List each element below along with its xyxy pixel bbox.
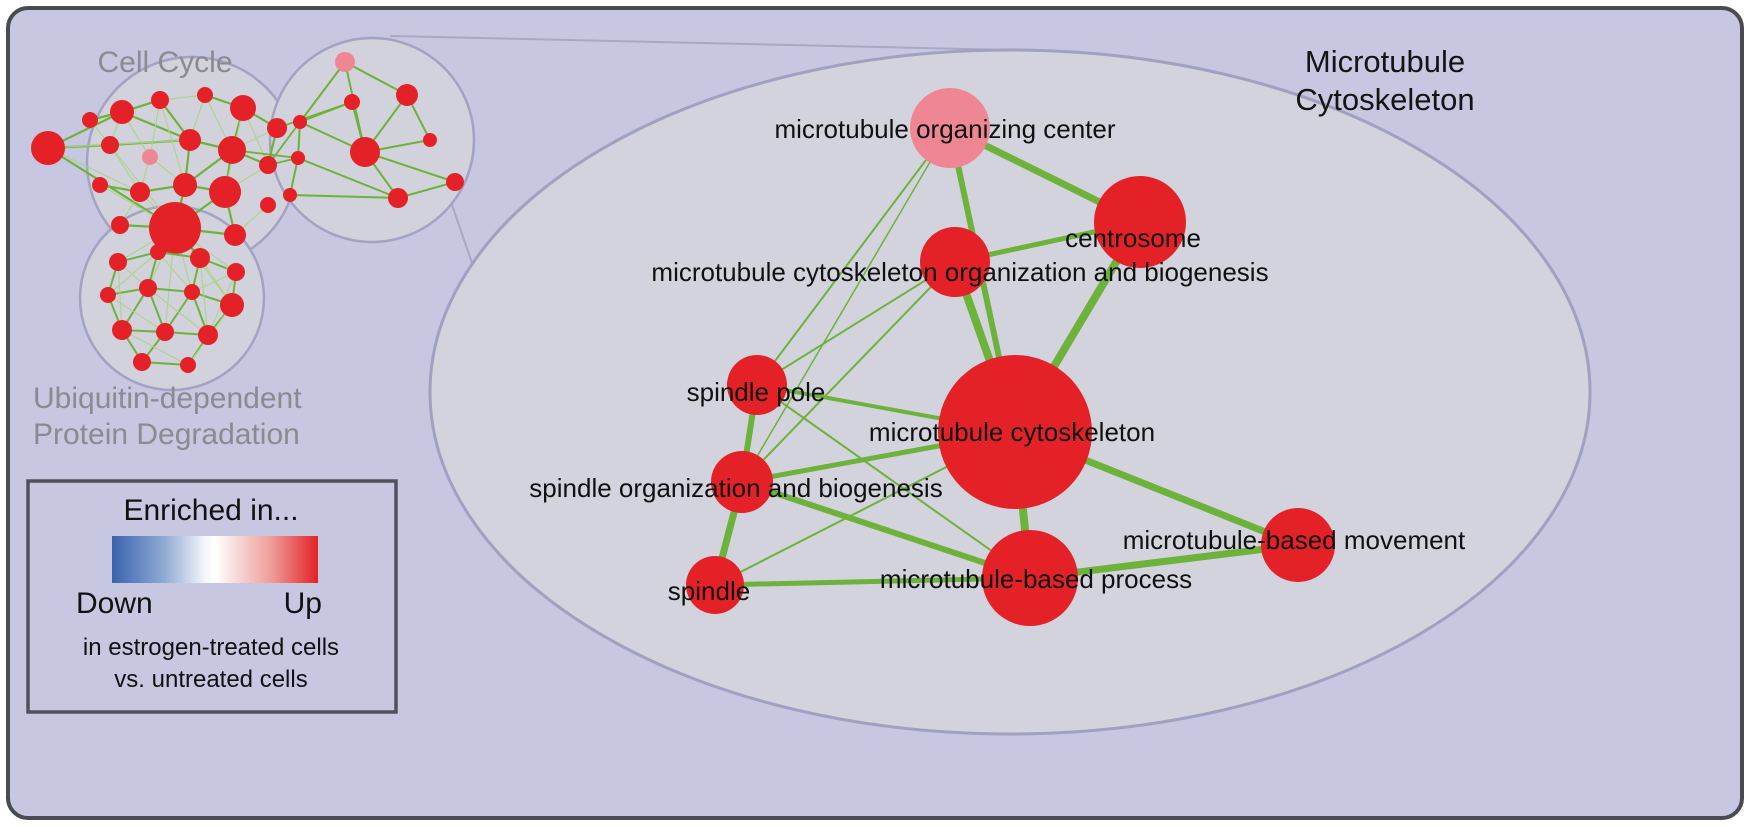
mini-node xyxy=(179,129,201,151)
mini-node xyxy=(109,253,127,271)
mini-node xyxy=(190,248,210,268)
mini-node xyxy=(149,202,201,254)
mini-node xyxy=(92,177,108,193)
mini-node xyxy=(31,131,65,165)
mini-node xyxy=(82,112,98,128)
node-label-spindle-pole: spindle pole xyxy=(687,377,826,407)
mini-node xyxy=(133,353,151,371)
mini-node xyxy=(283,188,297,202)
mini-node xyxy=(446,173,464,191)
node-microtubule-based-process xyxy=(982,530,1078,626)
node-microtubule-based-movement xyxy=(1261,508,1335,582)
network-edge xyxy=(756,261,956,386)
mini-node xyxy=(111,216,129,234)
mini-node xyxy=(130,182,150,202)
zoom-network-nodes xyxy=(686,88,1335,626)
mini-node xyxy=(184,284,200,300)
legend-gradient-bar xyxy=(112,536,318,583)
mini-node xyxy=(150,244,166,260)
legend-down-label: Down xyxy=(76,587,153,620)
mini-node xyxy=(423,133,437,147)
mini-node xyxy=(198,325,218,345)
cell-cycle-edges-medium xyxy=(46,93,279,237)
cell-cycle-label: Cell Cycle xyxy=(97,46,232,79)
mini-node xyxy=(173,173,197,197)
mini-node xyxy=(151,91,169,109)
zoom-network-labels: microtubule organizing center centrosome… xyxy=(529,114,1466,606)
mini-node xyxy=(344,94,360,110)
cell-cycle-edges-light xyxy=(47,94,278,236)
ubiquitin-label-line1: Ubiquitin-dependent xyxy=(33,382,302,415)
network-edge xyxy=(712,575,1033,588)
node-spindle-organization-and-biogenesis xyxy=(711,451,773,513)
mini-node xyxy=(209,176,241,208)
network-edge xyxy=(756,127,951,386)
mini-node xyxy=(350,137,380,167)
mini-node xyxy=(100,287,116,303)
legend-caption-line1: in estrogen-treated cells xyxy=(83,634,339,661)
legend-up-label: Up xyxy=(284,587,322,620)
network-edge xyxy=(739,479,1033,581)
mini-node xyxy=(224,224,246,246)
network-edge xyxy=(756,384,1031,579)
mini-node xyxy=(110,100,134,124)
microtubule-cytoskeleton-title-line1: Microtubule xyxy=(1305,44,1465,79)
mini-node xyxy=(220,293,244,317)
node-label-microtubule-based-process: microtubule-based process xyxy=(880,564,1192,594)
mini-node xyxy=(293,115,307,129)
legend-title: Enriched in... xyxy=(123,494,298,527)
mini-node xyxy=(139,279,157,297)
ubiquitin-label-line2: Protein Degradation xyxy=(33,418,300,451)
network-edge xyxy=(741,127,951,483)
legend-box xyxy=(26,479,398,714)
network-edge xyxy=(741,261,956,483)
node-label-spindle-organization-and-biogenesis: spindle organization and biogenesis xyxy=(529,473,942,503)
mini-node xyxy=(197,87,213,103)
mini-node xyxy=(260,197,276,213)
mini-node xyxy=(101,136,119,154)
microtubule-cytoskeleton-title-line2: Cytoskeleton xyxy=(1295,82,1474,117)
mini-node xyxy=(112,320,132,340)
microtubule-mini-network xyxy=(283,52,464,208)
node-microtubule-organizing-center xyxy=(910,88,990,168)
legend-caption-line2: vs. untreated cells xyxy=(114,666,307,693)
zoom-callout-line-top xyxy=(389,35,1011,51)
mini-node xyxy=(291,151,305,165)
node-label-centrosome: centrosome xyxy=(1065,223,1201,253)
intercluster-edges-cc-mt xyxy=(231,101,353,166)
node-label-spindle: spindle xyxy=(668,576,750,606)
mini-node xyxy=(218,136,246,164)
mini-node xyxy=(156,323,174,341)
legend: Enriched in... Down Up in estrogen-treat… xyxy=(26,479,398,714)
mini-node xyxy=(267,118,287,138)
node-microtubule-cytoskeleton-organization-and-biogenesis xyxy=(920,227,990,297)
node-label-microtubule-cytoskeleton: microtubule cytoskeleton xyxy=(869,417,1155,447)
mini-node xyxy=(230,95,256,121)
node-centrosome xyxy=(1094,176,1186,268)
node-label-microtubule-cytoskeleton-organization-and-biogenesis: microtubule cytoskeleton organization an… xyxy=(651,257,1268,287)
mini-node xyxy=(388,188,408,208)
node-spindle-pole xyxy=(727,355,787,415)
cell-cycle-mini-network xyxy=(31,87,353,333)
node-microtubule-cytoskeleton xyxy=(938,355,1092,509)
mini-node-pink xyxy=(335,52,355,72)
node-label-microtubule-organizing-center: microtubule organizing center xyxy=(774,114,1115,144)
mini-node xyxy=(396,84,418,106)
mini-node xyxy=(227,263,245,281)
mini-node-pink xyxy=(142,149,158,165)
node-spindle xyxy=(686,556,744,614)
ubiquitin-mini-network xyxy=(100,244,245,373)
mini-node xyxy=(180,357,196,373)
mini-node xyxy=(259,156,277,174)
node-label-microtubule-based-movement: microtubule-based movement xyxy=(1123,525,1466,555)
